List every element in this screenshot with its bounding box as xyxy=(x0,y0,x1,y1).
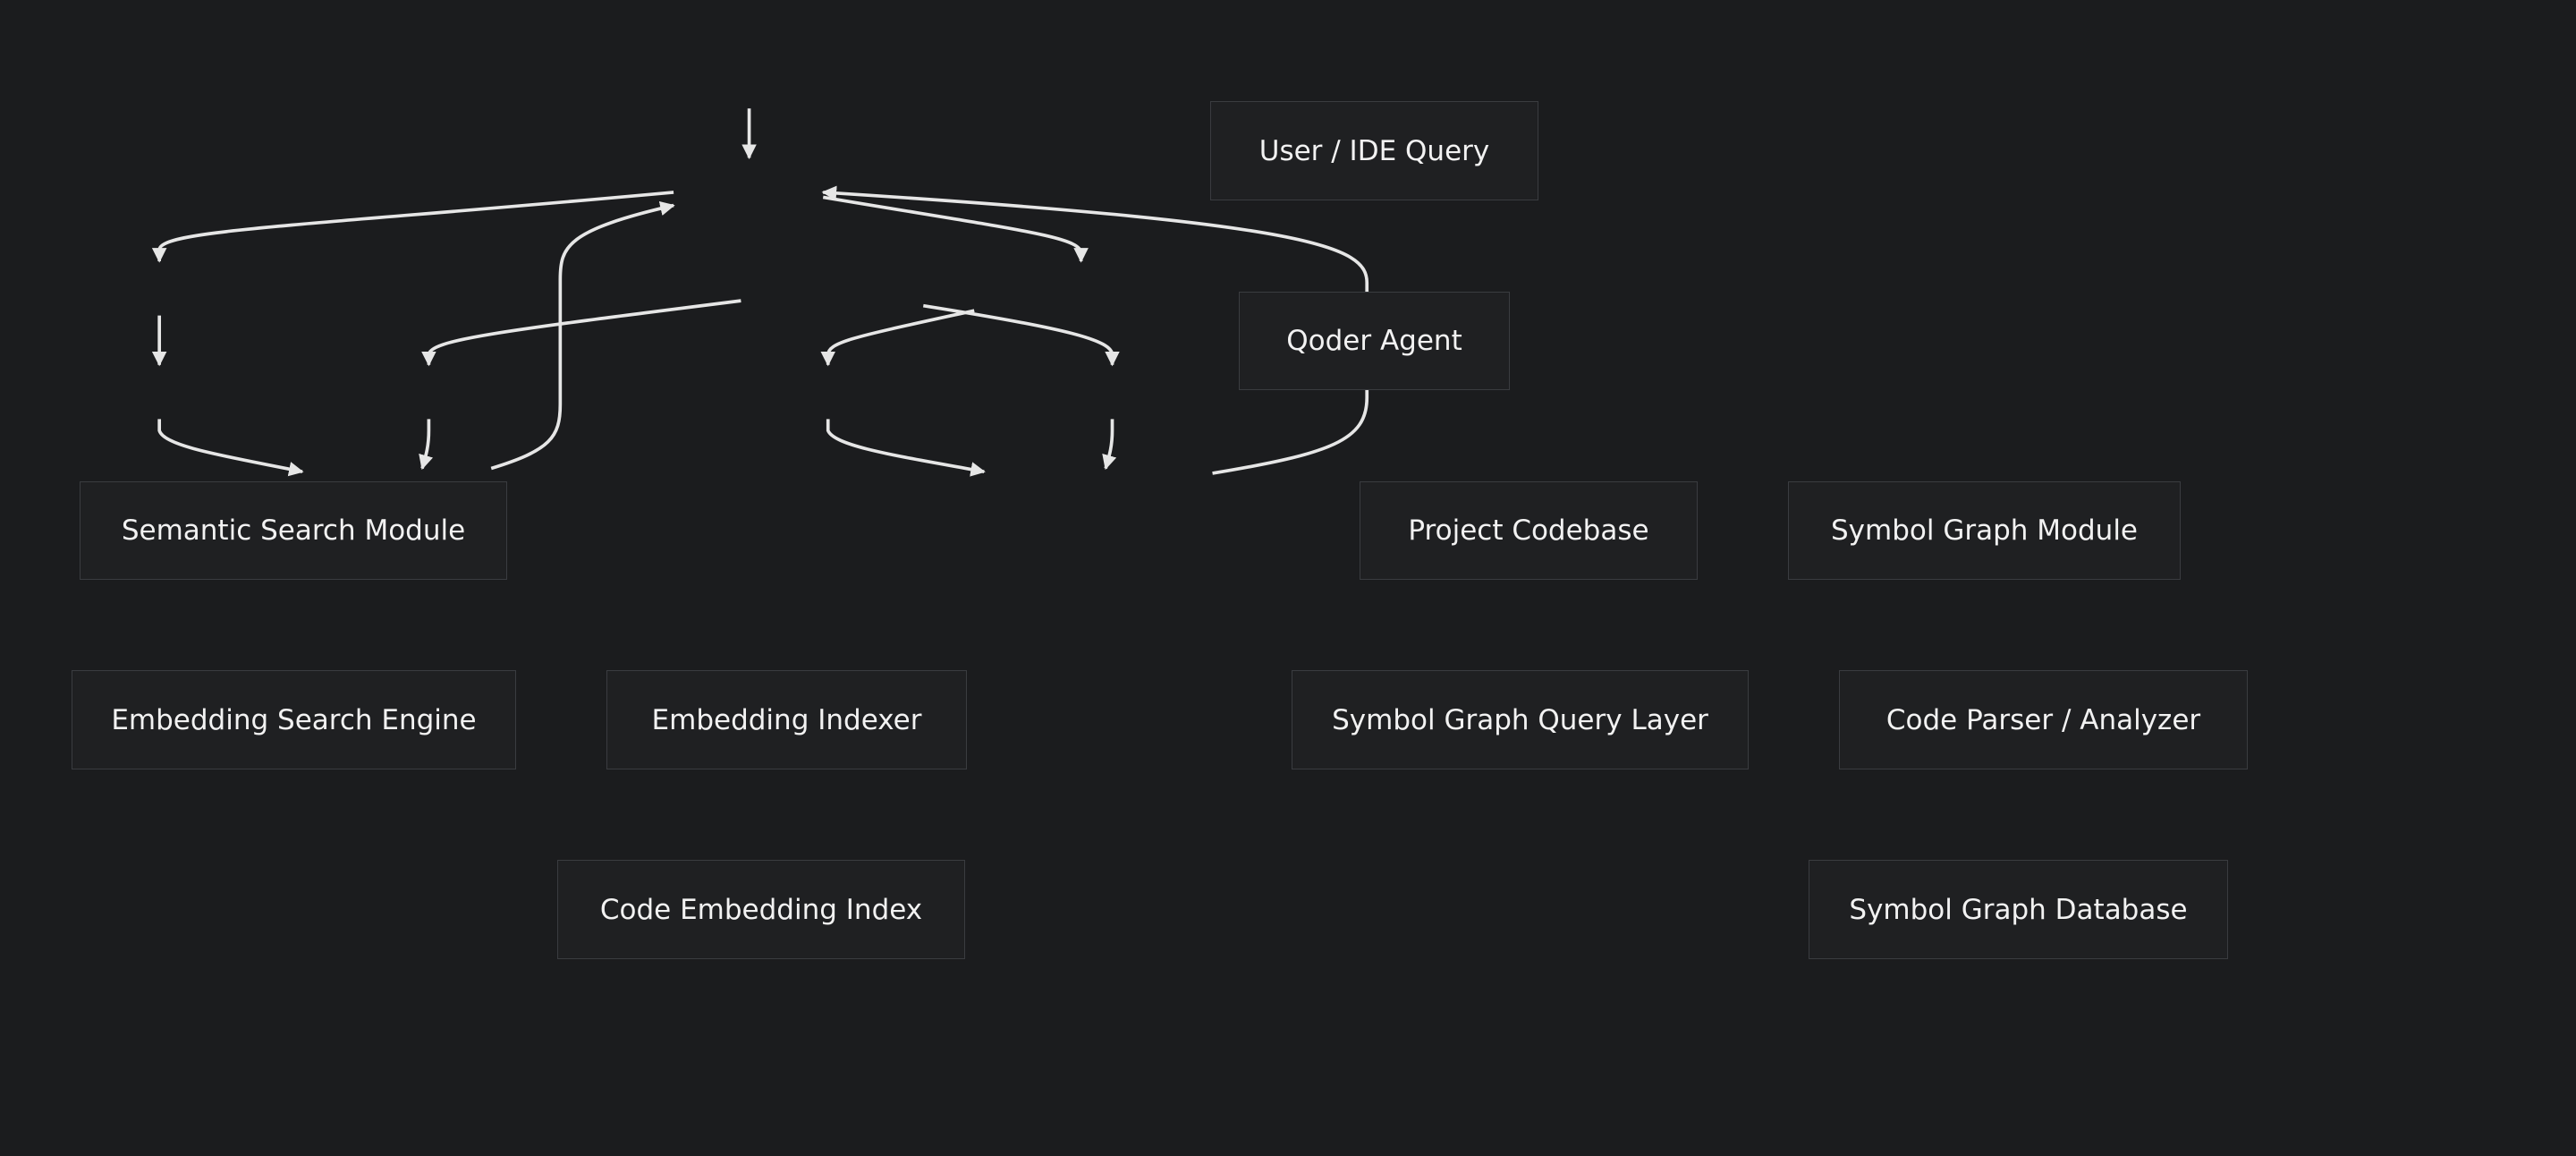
node-embedding-indexer: Embedding Indexer xyxy=(606,670,967,769)
edge-code-parser-to-symbol-graph-database xyxy=(1102,419,1117,471)
node-code-parser-analyzer: Code Parser / Analyzer xyxy=(1839,670,2248,769)
node-project-codebase: Project Codebase xyxy=(1360,481,1698,580)
edge-embedding-indexer-to-code-embedding-index xyxy=(419,419,434,471)
node-code-embedding-index: Code Embedding Index xyxy=(557,860,965,959)
edge-project-codebase-to-code-parser xyxy=(922,303,1120,367)
node-embedding-search-engine: Embedding Search Engine xyxy=(72,670,516,769)
edge-embedding-search-engine-to-code-embedding-index xyxy=(157,419,304,477)
edge-qoder-agent-to-semantic-search xyxy=(151,191,674,263)
edge-code-embedding-index-to-qoder-agent xyxy=(490,200,675,471)
edge-query-layer-to-symbol-graph-database xyxy=(826,419,986,477)
node-label: Symbol Graph Module xyxy=(1831,514,2138,547)
node-user-ide-query: User / IDE Query xyxy=(1210,101,1538,200)
node-label: Embedding Indexer xyxy=(651,703,922,736)
node-symbol-graph-query-layer: Symbol Graph Query Layer xyxy=(1292,670,1749,769)
node-label: User / IDE Query xyxy=(1258,134,1490,167)
node-label: Project Codebase xyxy=(1408,514,1649,547)
node-label: Symbol Graph Query Layer xyxy=(1332,703,1708,736)
edge-qoder-agent-to-symbol-graph-module xyxy=(822,195,1089,263)
node-semantic-search-module: Semantic Search Module xyxy=(80,481,507,580)
node-label: Qoder Agent xyxy=(1286,325,1462,357)
node-label: Code Parser / Analyzer xyxy=(1885,703,2201,736)
node-qoder-agent: Qoder Agent xyxy=(1239,292,1510,390)
node-symbol-graph-database: Symbol Graph Database xyxy=(1809,860,2228,959)
edge-project-codebase-to-embedding-indexer xyxy=(421,299,741,367)
edge-symbol-graph-module-to-query-layer xyxy=(820,309,975,367)
node-label: Semantic Search Module xyxy=(121,514,466,547)
node-label: Embedding Search Engine xyxy=(111,703,477,736)
node-label: Symbol Graph Database xyxy=(1849,893,2188,926)
node-symbol-graph-module: Symbol Graph Module xyxy=(1788,481,2181,580)
edge-symbol-graph-database-to-qoder-agent xyxy=(821,185,1369,475)
node-label: Code Embedding Index xyxy=(599,893,923,926)
